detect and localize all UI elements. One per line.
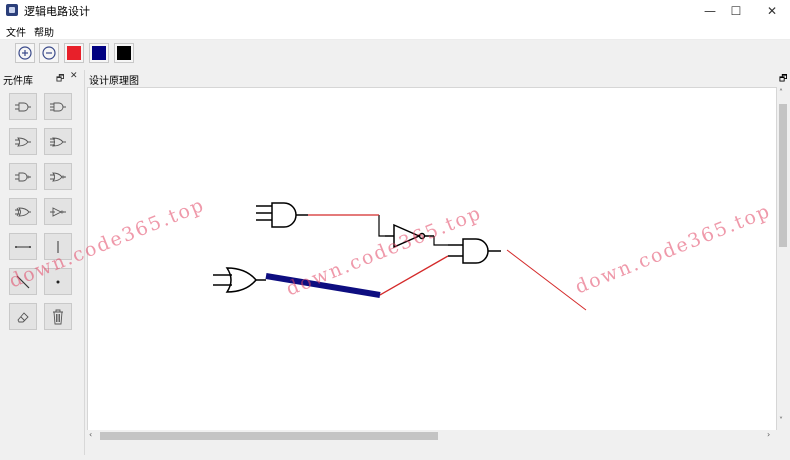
or-gate-icon xyxy=(15,137,31,146)
tool-and-gate[interactable] xyxy=(9,93,37,120)
zoom-in-icon xyxy=(18,46,32,60)
design-panel: 设计原理图 🗗 xyxy=(86,70,790,455)
wire-blue-thick[interactable] xyxy=(265,273,381,298)
scroll-down-arrow-icon[interactable]: ˅ xyxy=(779,416,783,425)
app-icon xyxy=(6,4,18,16)
nand-gate-icon xyxy=(15,172,31,181)
horizontal-scrollbar[interactable]: ‹ › xyxy=(87,430,777,442)
wire-black-2[interactable] xyxy=(433,236,448,246)
tool-or-gate-3[interactable] xyxy=(44,128,72,155)
window-title: 逻辑电路设计 xyxy=(24,5,90,18)
tool-or-gate[interactable] xyxy=(9,128,37,155)
eraser-icon xyxy=(17,311,29,322)
tool-junction-dot[interactable] xyxy=(44,268,72,295)
and-gate-icon xyxy=(15,102,31,111)
design-panel-title: 设计原理图 xyxy=(89,76,139,87)
wire-diagonal-icon xyxy=(16,275,30,288)
and-gate-3-icon xyxy=(50,102,66,111)
dock-title: 元件库 xyxy=(3,76,33,87)
color-navy-swatch xyxy=(92,46,106,60)
zoom-out-button[interactable] xyxy=(39,43,59,63)
zoom-in-button[interactable] xyxy=(15,43,35,63)
wire-red-middle[interactable] xyxy=(379,255,449,296)
toolbar xyxy=(0,40,790,68)
wire-horizontal-icon xyxy=(15,245,31,248)
color-black-button[interactable] xyxy=(114,43,134,63)
wire-black[interactable] xyxy=(378,215,385,237)
title-bar: 逻辑电路设计 — ☐ ✕ xyxy=(0,0,790,21)
color-black-swatch xyxy=(117,46,131,60)
horizontal-scroll-thumb[interactable] xyxy=(100,432,438,440)
wire-red-output[interactable] xyxy=(506,249,587,311)
tool-nand-gate[interactable] xyxy=(9,163,37,190)
color-red-swatch xyxy=(67,46,81,60)
minimize-button[interactable]: — xyxy=(704,3,716,18)
not-gate-component[interactable] xyxy=(385,223,434,249)
or-gate-component[interactable] xyxy=(213,267,266,293)
dock-close-button[interactable]: ✕ xyxy=(70,71,78,81)
schematic-drawing xyxy=(213,202,587,311)
zoom-out-icon xyxy=(42,46,56,60)
wire-vertical-icon xyxy=(57,240,59,253)
component-library-dock: 元件库 🗗 ✕ xyxy=(0,70,85,455)
vertical-scrollbar[interactable]: ˄ ˅ xyxy=(777,87,789,430)
menu-bar: 文件 帮助 xyxy=(0,21,790,40)
tool-wire-vertical[interactable] xyxy=(44,233,72,260)
design-float-button[interactable]: 🗗 xyxy=(779,74,788,84)
xor-gate-icon xyxy=(15,207,31,216)
and-gate-2-component[interactable] xyxy=(448,238,501,264)
maximize-button[interactable]: ☐ xyxy=(730,3,742,18)
or-gate-3-icon xyxy=(50,137,66,146)
menu-help[interactable]: 帮助 xyxy=(34,28,54,39)
nor-gate-icon xyxy=(50,172,66,181)
tool-xor-gate[interactable] xyxy=(9,198,37,225)
schematic-canvas[interactable] xyxy=(87,87,777,432)
close-button[interactable]: ✕ xyxy=(766,3,778,18)
tool-nor-gate[interactable] xyxy=(44,163,72,190)
xnor-gate-icon xyxy=(50,206,66,217)
color-red-button[interactable] xyxy=(64,43,84,63)
dock-float-button[interactable]: 🗗 xyxy=(56,74,65,84)
menu-file[interactable]: 文件 xyxy=(6,28,26,39)
tool-trash[interactable] xyxy=(44,303,72,330)
junction-dot-icon xyxy=(56,280,60,283)
tool-and-gate-3[interactable] xyxy=(44,93,72,120)
vertical-scroll-thumb[interactable] xyxy=(779,104,787,247)
tool-eraser[interactable] xyxy=(9,303,37,330)
scroll-right-arrow-icon[interactable]: › xyxy=(767,430,771,439)
trash-icon xyxy=(53,309,63,324)
tool-xnor-gate[interactable] xyxy=(44,198,72,225)
scroll-up-arrow-icon[interactable]: ˄ xyxy=(779,88,783,97)
color-navy-button[interactable] xyxy=(89,43,109,63)
and-gate-component[interactable] xyxy=(256,202,308,228)
scroll-left-arrow-icon[interactable]: ‹ xyxy=(89,430,93,439)
tool-wire-horizontal[interactable] xyxy=(9,233,37,260)
tool-wire-diagonal[interactable] xyxy=(9,268,37,295)
